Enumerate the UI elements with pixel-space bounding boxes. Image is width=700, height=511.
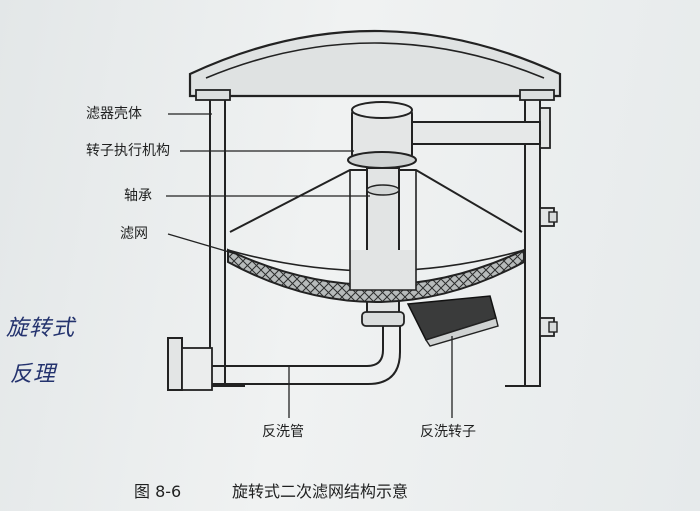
label-bearing: 轴承: [124, 188, 152, 204]
figure-number: 图 8-6: [134, 482, 182, 501]
rotor-actuator: [347, 101, 417, 169]
handwritten-note-1: 旋转式: [6, 316, 76, 341]
label-backwash-pipe: 反洗管: [262, 424, 304, 440]
lower-bearing: [361, 311, 405, 327]
backwash-rotor-arm: [406, 295, 499, 347]
side-ports: [539, 107, 558, 337]
backwash-pipe: [167, 326, 401, 391]
figure-title: 旋转式二次滤网结构示意: [232, 482, 409, 501]
leader-lines: [166, 113, 453, 418]
handwritten-note-2: 反理: [10, 362, 57, 387]
filter-screen: [227, 248, 525, 303]
dome-lid: [188, 29, 562, 98]
label-backwash-rotor: 反洗转子: [420, 424, 476, 440]
label-housing: 滤器壳体: [86, 106, 142, 122]
label-rotor-actuator: 转子执行机构: [86, 143, 170, 159]
label-screen: 滤网: [120, 226, 148, 242]
outlet-pipe: [411, 121, 541, 145]
housing-shell: [195, 89, 555, 387]
